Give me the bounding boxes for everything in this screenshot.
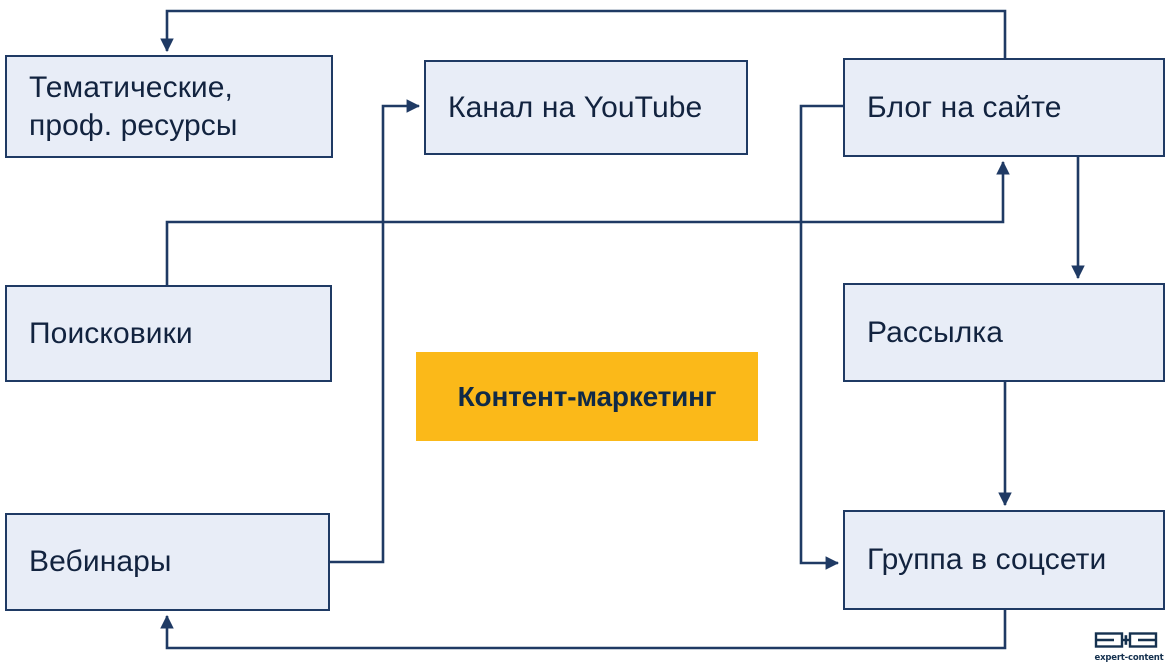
connector-webinars-to-youtube [330,99,421,564]
node-youtube-channel[interactable]: Канал на YouTube [424,60,748,155]
node-webinars[interactable]: Вебинары [5,513,330,611]
node-label: Группа в соцсети [867,543,1107,577]
node-site-blog[interactable]: Блог на сайте [843,58,1165,157]
connector-blog-to-social [799,104,843,570]
node-label: Поисковики [29,316,193,350]
node-label: Вебинары [29,545,172,579]
node-label: Блог на сайте [867,90,1062,124]
node-content-marketing-hub[interactable]: Контент-маркетинг [416,352,758,441]
connector-blog-to-thematic [160,9,1007,58]
node-search-engines[interactable]: Поисковики [5,285,332,382]
node-label: Рассылка [867,315,1004,349]
logo-text: expert-content [1094,653,1164,663]
connector-social-to-webinars [160,610,1007,650]
node-social-network-group[interactable]: Группа в соцсети [843,510,1165,610]
connector-search-to-blog [165,160,1010,285]
node-email-newsletter[interactable]: Рассылка [843,283,1165,382]
node-label: Канал на YouTube [448,90,703,124]
expert-content-logo-icon [1094,632,1158,648]
node-thematic-resources[interactable]: Тематические, проф. ресурсы [5,55,333,158]
node-label: Тематические, проф. ресурсы [29,70,238,142]
node-label: Контент-маркетинг [457,380,717,412]
expert-content-logo: expert-content [1092,629,1166,667]
